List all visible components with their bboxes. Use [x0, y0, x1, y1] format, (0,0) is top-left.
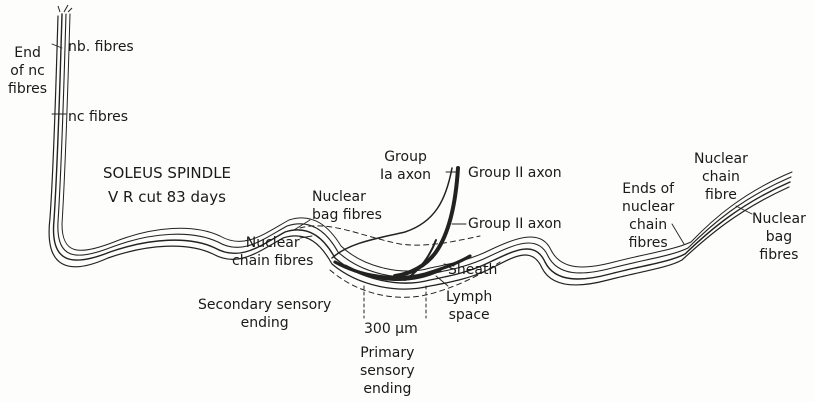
nuclear-bag-fibres-right-label: Nuclear bag fibres — [752, 210, 806, 264]
group-ii-axon-lower-label: Group II axon — [468, 215, 562, 233]
nb-fibres-label: nb. fibres — [68, 38, 134, 56]
diagram-title: SOLEUS SPINDLE — [103, 164, 231, 182]
scale-bar — [364, 286, 426, 318]
group-ii-axon-upper-label: Group II axon — [468, 164, 562, 182]
group-ia-axon-label: Group Ia axon — [380, 148, 431, 184]
diagram-subtitle: V R cut 83 days — [108, 188, 226, 206]
nuclear-bag-fibres-label: Nuclear bag fibres — [312, 188, 382, 224]
nuclear-chain-fibre-label: Nuclear chain fibre — [694, 150, 748, 204]
sheath-label: Sheath — [448, 261, 497, 279]
secondary-sensory-ending-label: Secondary sensory ending — [198, 296, 331, 332]
primary-sensory-ending-label: Primary sensory ending — [360, 344, 415, 398]
ends-of-nuclear-chain-fibres-label: Ends of nuclear chain fibres — [622, 180, 674, 252]
nc-fibres-label: nc fibres — [68, 108, 128, 126]
scale-bar-label: 300 µm — [364, 320, 418, 338]
end-of-nc-fibres-label: End of nc fibres — [8, 44, 47, 98]
nuclear-chain-fibres-label: Nuclear chain fibres — [232, 234, 313, 270]
fibre-tips — [58, 5, 72, 12]
lymph-space-label: Lymph space — [446, 288, 492, 324]
